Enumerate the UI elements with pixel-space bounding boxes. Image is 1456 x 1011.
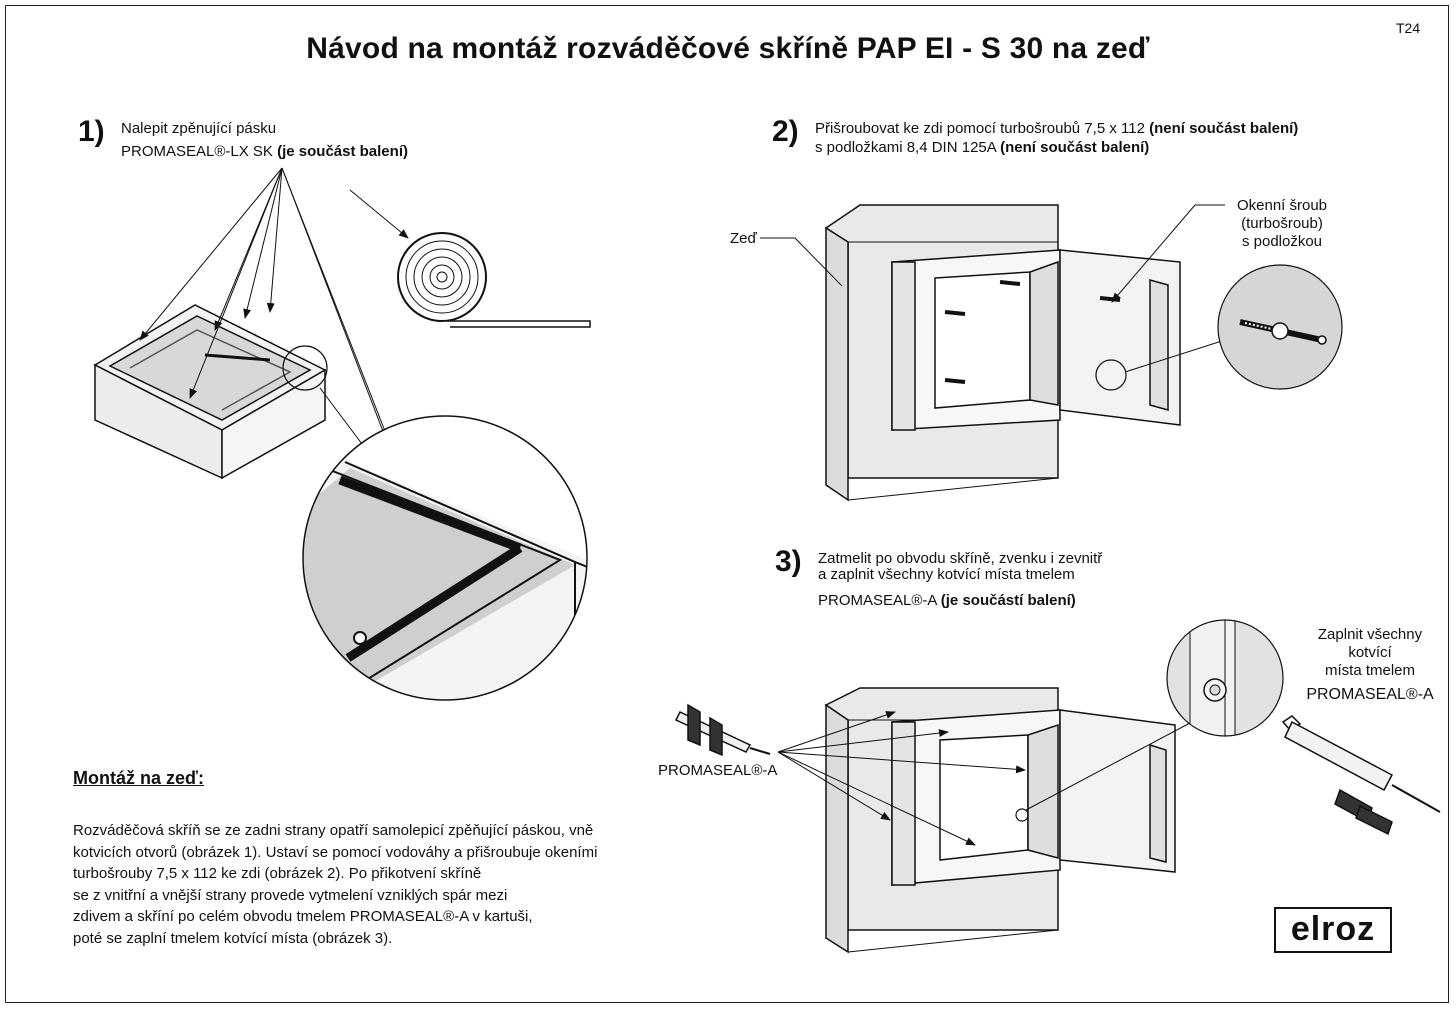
document-code: T24: [1396, 20, 1421, 36]
step1-instruction: Nalepit zpěnující pásku PROMASEAL®-LX SK…: [121, 119, 408, 161]
caulk-gun-label: PROMASEAL®-A: [658, 762, 778, 779]
elroz-logo: elroz: [1274, 907, 1392, 953]
step1-number: 1): [78, 115, 105, 148]
caulk-gun-right: [1281, 715, 1441, 836]
mount-line: Rozváděčová skříň se ze zadni strany opa…: [73, 822, 594, 839]
step1-line1: Nalepit zpěnující pásku: [121, 120, 277, 137]
step3-instruction: Zatmelit po obvodu skříně, zvenku i zevn…: [818, 551, 1102, 610]
mount-heading: Montáž na zeď:: [73, 768, 204, 788]
step2-line1-text: Přišroubovat ke zdi pomocí turbošroubů 7…: [815, 120, 1150, 137]
step1-line2: PROMASEAL®-LX SK (je součást balení): [121, 142, 408, 161]
mount-line: zdivem a skříní po celém obvodu tmelem P…: [73, 908, 533, 925]
step2-line1: Přišroubovat ke zdi pomocí turbošroubů 7…: [815, 119, 1298, 138]
fill-anchors-label: Zaplnit všechny kotvící místa tmelem PRO…: [1295, 626, 1445, 704]
mount-description: Rozváděčová skříň se ze zadni strany opa…: [73, 820, 713, 949]
anchor-detail: [1166, 619, 1284, 737]
step2-number: 2): [772, 115, 799, 148]
step2-line2: s podložkami 8,4 DIN 125A (není součást …: [815, 138, 1298, 157]
step3-line3: PROMASEAL®-A (je součástí balení): [818, 591, 1102, 610]
step2-instruction: Přišroubovat ke zdi pomocí turbošroubů 7…: [815, 119, 1298, 157]
wall-label: Zeď: [730, 230, 757, 247]
step2-line2-note: (není součást balení): [1000, 139, 1150, 156]
foam-tape-roll: [397, 232, 591, 328]
step2-line2-text: s podložkami 8,4 DIN 125A: [815, 139, 1001, 156]
fig3-wall-cabinet: [824, 687, 1176, 954]
step3-line2: a zaplnit všechny kotvící místa tmelem: [818, 566, 1075, 583]
screw-label-line1: Okenní šroub: [1236, 197, 1328, 214]
page-frame: [5, 5, 1449, 1003]
fill-label-line1: Zaplnit všechny: [1317, 626, 1423, 643]
screw-label: Okenní šroub (turbošroub) s podložkou: [1222, 197, 1342, 251]
fig2-leaders: [760, 204, 1226, 373]
step2-line1-note: (není součást balení): [1149, 120, 1299, 137]
fig3-leaders: [777, 711, 1206, 846]
fill-label-line2: kotvící: [1348, 644, 1392, 661]
mount-line: se z vnitřní a vnější strany provede vyt…: [73, 886, 508, 904]
page-title: Návod na montáž rozváděčové skříně PAP E…: [306, 32, 1150, 65]
fig1-box: [93, 304, 327, 480]
step1-product: PROMASEAL®-LX SK: [121, 143, 278, 160]
mount-line: kotvicích otvorů (obrázek 1). Ustaví se …: [73, 843, 598, 861]
fig2-wall-cabinet: [824, 204, 1181, 502]
screw-detail: [1217, 264, 1343, 390]
caulk-gun-left: [674, 703, 771, 757]
step3-included-note: (je součástí balení): [940, 592, 1076, 609]
screw-label-line3: s podložkou: [1241, 233, 1323, 250]
step3-product: PROMASEAL®-A: [818, 592, 941, 609]
step3-line1: Zatmelit po obvodu skříně, zvenku i zevn…: [818, 550, 1103, 567]
fig1-corner-detail: [302, 415, 588, 701]
mount-line: turbošrouby 7,5 x 112 ke zdi (obrázek 2)…: [73, 865, 482, 882]
step3-number: 3): [775, 545, 802, 578]
fill-label-line3: místa tmelem: [1324, 662, 1415, 679]
fig1-detail-marker: [282, 345, 328, 391]
step1-included-note: (je součást balení): [277, 143, 408, 160]
mount-line: poté se zaplní tmelem kotvící místa (obr…: [73, 929, 393, 947]
screw-label-line2: (turbošroub): [1241, 215, 1323, 232]
fig1-detail-link: [319, 387, 366, 449]
fill-label-line4: PROMASEAL®-A: [1306, 686, 1434, 703]
